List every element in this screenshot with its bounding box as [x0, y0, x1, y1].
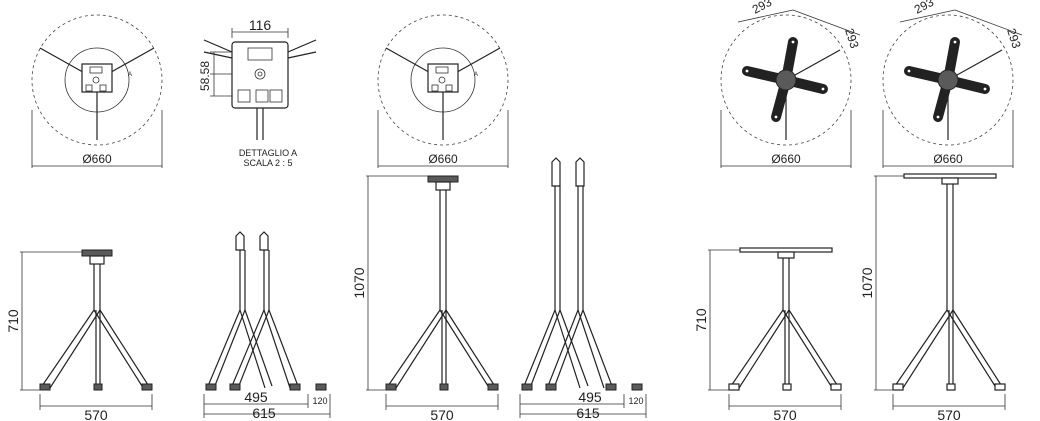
diameter-label-3: Ø660 — [771, 152, 801, 166]
width-label-5: 570 — [773, 407, 797, 421]
top-view-4: 293 293 Ø660 — [882, 0, 1024, 168]
top-view-3: 293 293 Ø660 — [720, 0, 862, 168]
diameter-label-1: Ø660 — [82, 152, 112, 166]
side-view-2: 495 120 615 — [203, 231, 331, 421]
top-view-1: A Ø660 — [31, 14, 163, 168]
folded-total-label-2: 615 — [576, 405, 600, 421]
side-view-4: 495 120 615 — [519, 157, 647, 421]
folded-total-label-1: 615 — [252, 405, 276, 421]
top-view-2: A Ø660 — [377, 14, 509, 168]
folded-offset-label-1: 120 — [312, 396, 327, 406]
height-label-3: 1070 — [351, 267, 367, 298]
diameter-label-2: Ø660 — [428, 152, 458, 166]
detail-arm-offset: 116 — [249, 17, 272, 33]
side-view-1: 710 570 — [5, 249, 153, 421]
detail-a: 116 58.58 DETTAGLIO A SCALA 2 : 5 — [198, 17, 317, 168]
cross-arm-a-3: 293 — [750, 0, 775, 17]
height-label-5: 710 — [693, 308, 709, 332]
folded-depth-label-2: 495 — [578, 389, 602, 405]
diameter-label-4: Ø660 — [933, 152, 963, 166]
detail-title: DETTAGLIO A — [239, 148, 297, 158]
width-label-1: 570 — [84, 407, 108, 421]
side-view-5: 710 570 — [693, 247, 842, 421]
detail-scale: SCALA 2 : 5 — [243, 158, 292, 168]
width-label-3: 570 — [430, 407, 454, 421]
detail-marker-2: A — [474, 72, 478, 78]
width-label-6: 570 — [937, 407, 961, 421]
height-label-6: 1070 — [859, 267, 875, 298]
cross-arm-b-4: 293 — [1004, 27, 1024, 51]
side-view-3: 1070 570 — [351, 175, 499, 421]
height-label-1: 710 — [5, 309, 21, 333]
folded-depth-label-1: 495 — [244, 389, 268, 405]
cross-arm-a-4: 293 — [912, 0, 937, 17]
detail-heights: 58.58 — [198, 61, 212, 91]
side-view-6: 1070 570 — [859, 173, 1006, 421]
cross-arm-b-3: 293 — [842, 27, 862, 51]
detail-marker-1: A — [128, 72, 132, 78]
folded-offset-label-2: 120 — [628, 396, 643, 406]
